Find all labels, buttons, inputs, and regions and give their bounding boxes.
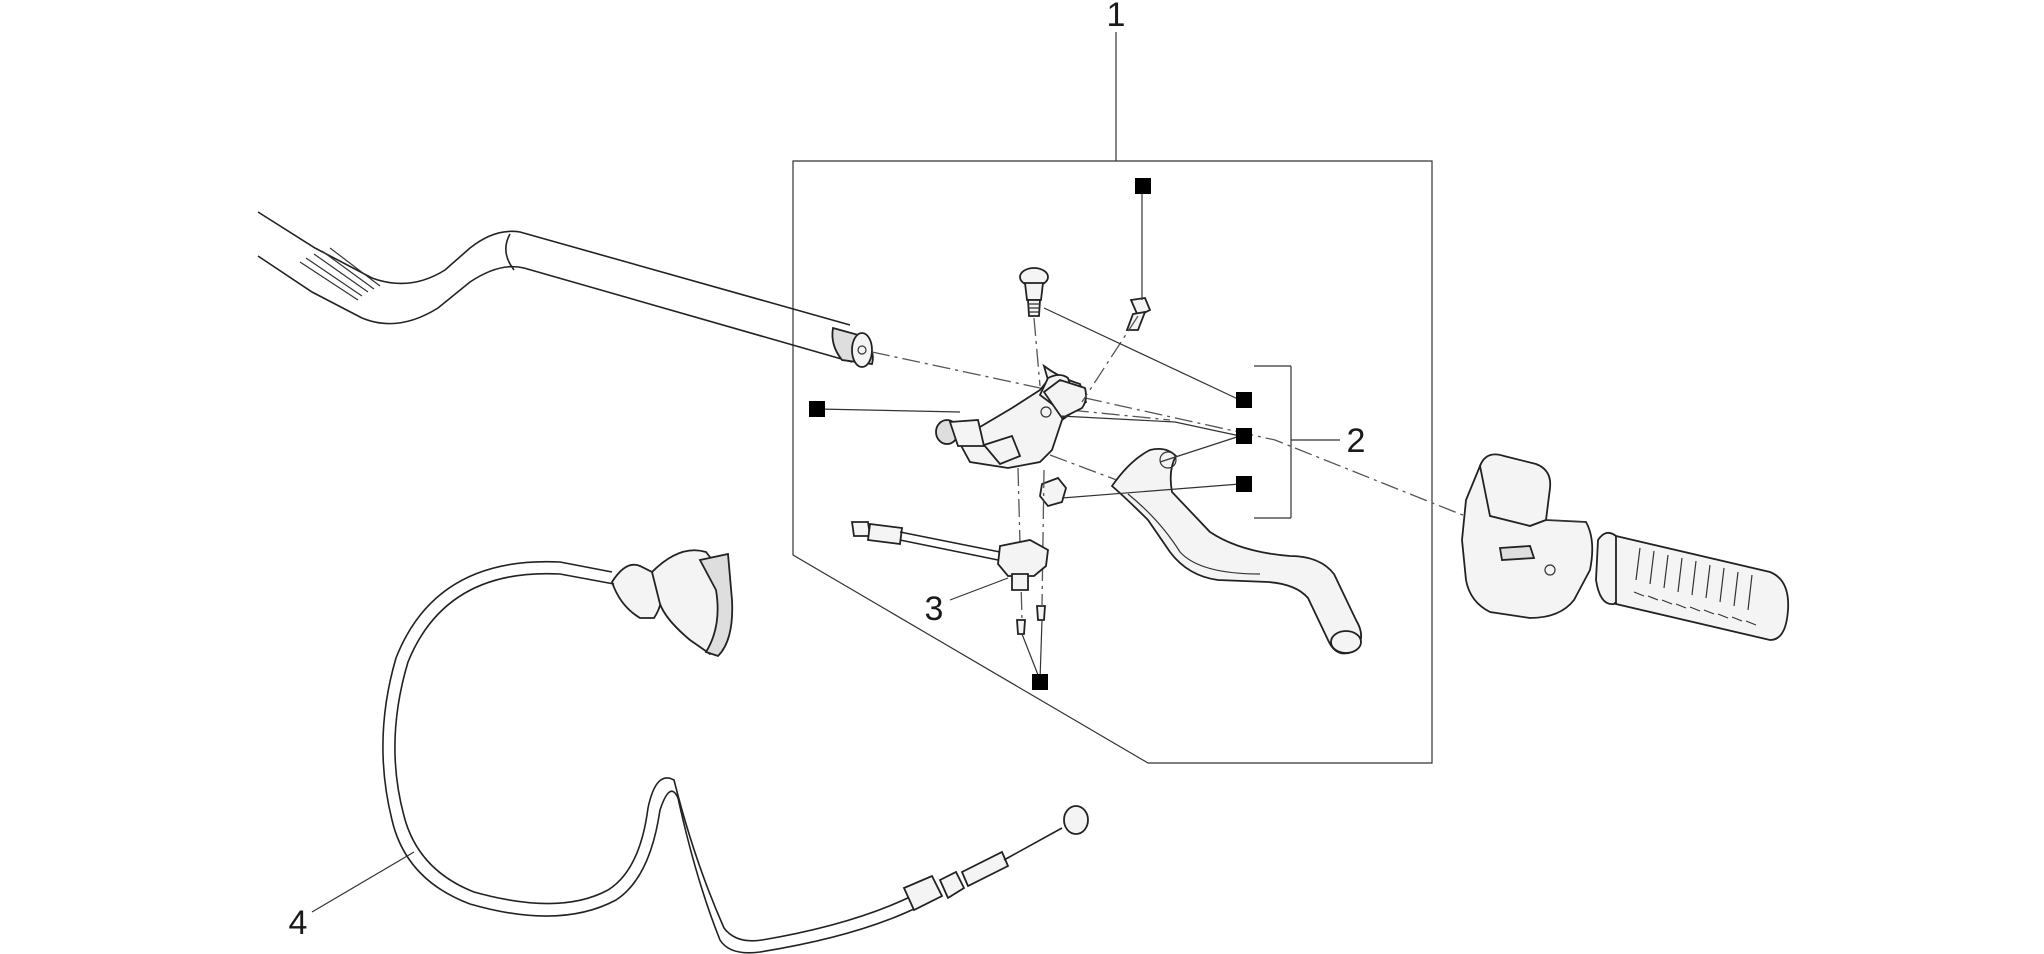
switch-screw-icon (1016, 605, 1046, 635)
callout-3: 3 (925, 590, 944, 628)
marker-square (1236, 476, 1252, 492)
switch-housing-icon (1461, 453, 1594, 619)
clutch-switch-icon (850, 521, 1049, 591)
nut-icon (1039, 476, 1067, 508)
screw-icon (1019, 267, 1049, 317)
clutch-lever-bracket-icon (935, 363, 1088, 469)
leader-line-4 (311, 851, 415, 913)
marker-square (809, 401, 825, 417)
handlebar-icon (257, 211, 874, 368)
callout-1: 1 (1107, 0, 1126, 34)
clutch-lever-icon (1110, 447, 1362, 655)
callout-2: 2 (1347, 422, 1366, 460)
leader-line-2 (1254, 365, 1340, 519)
clutch-cable-icon (382, 549, 1089, 954)
hand-grip-icon (1595, 531, 1790, 641)
leader-line-3 (949, 577, 1009, 601)
bolt-icon (1125, 297, 1152, 331)
marker-square (1236, 428, 1252, 444)
assembly-frame (792, 160, 1433, 764)
marker-square (1135, 178, 1151, 194)
marker-square (1236, 392, 1252, 408)
marker-square (1032, 674, 1048, 690)
callout-4: 4 (289, 904, 308, 942)
